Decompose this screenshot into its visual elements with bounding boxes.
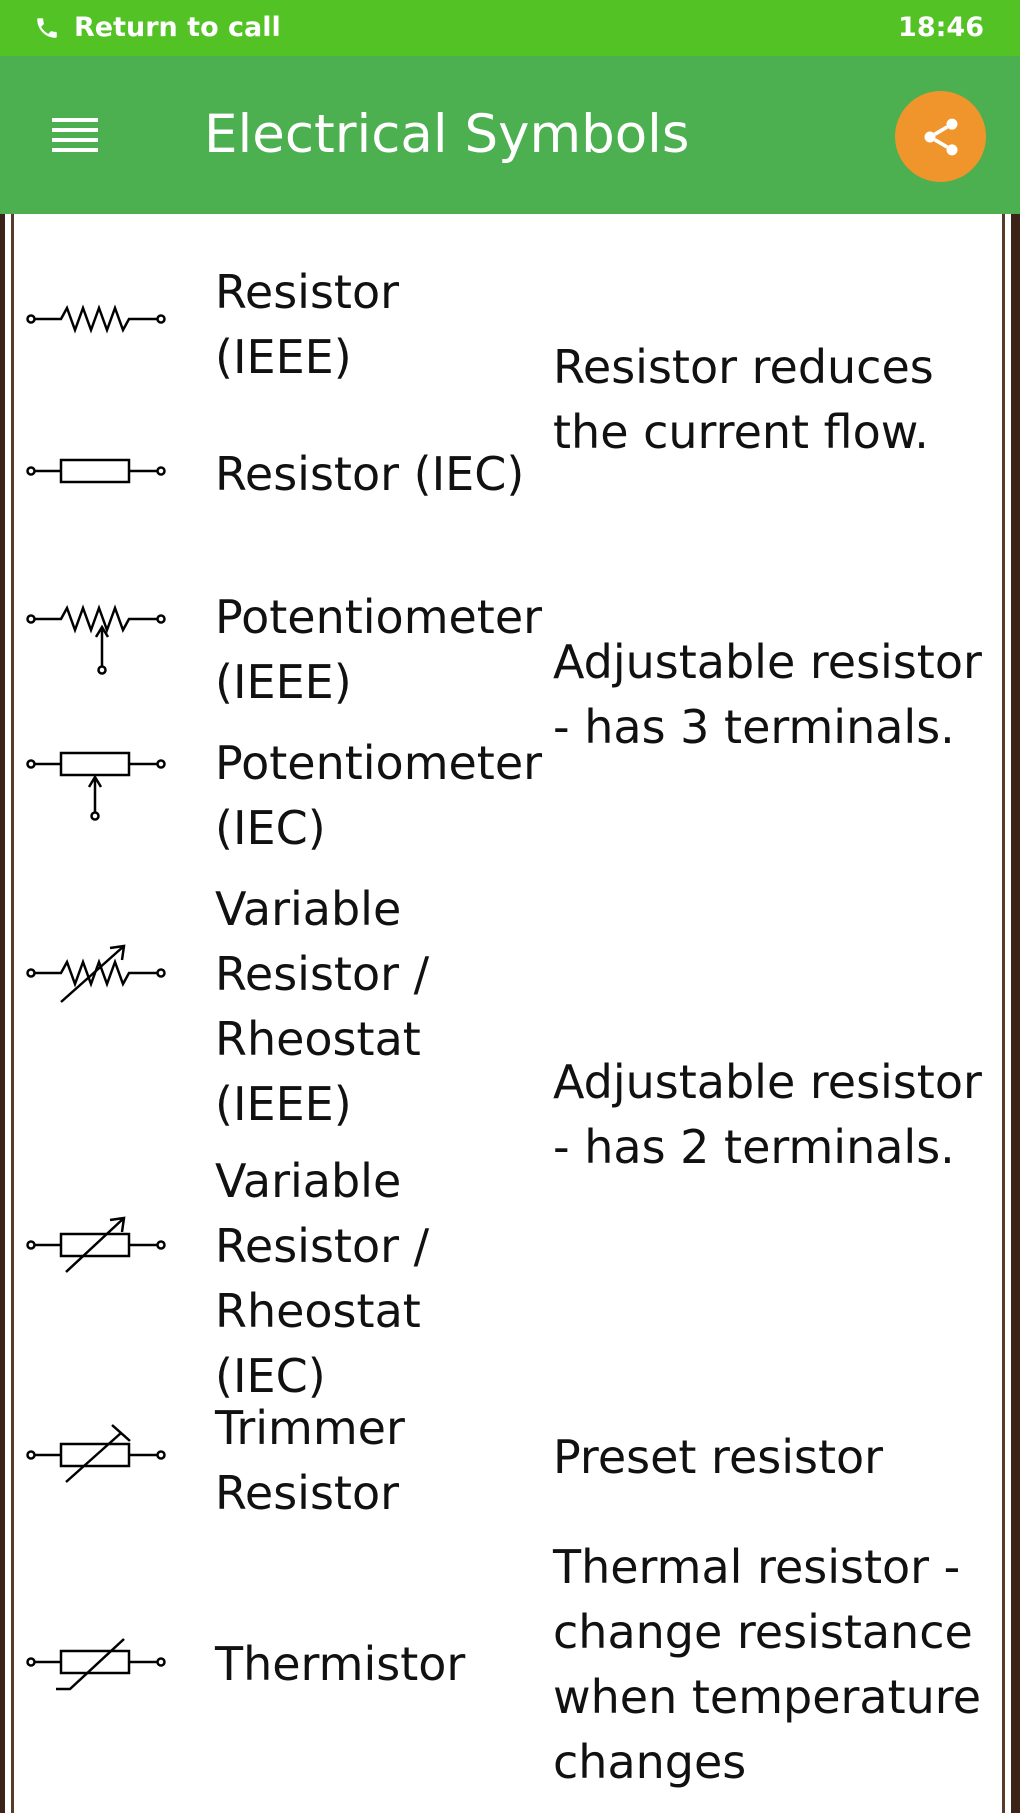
status-bar: Return to call 18:46 [0,0,1020,56]
phone-icon [37,17,57,38]
description-potentiometer: Adjustable resistor - has 3 terminals. [553,635,982,754]
symbol-name-trimmer-resistor: Trimmer Resistor [215,1401,405,1520]
potentiometer-ieee-icon [26,604,166,675]
left-border [0,214,5,1813]
description-resistor: Resistor reduces the current flow. [553,340,934,459]
status-time: 18:46 [898,12,984,43]
symbol-name-thermistor: Thermistor [215,1637,466,1691]
resistor-ieee-icon [26,304,166,334]
description-trimmer: Preset resistor [553,1430,884,1484]
symbol-name-resistor-iec: Resistor (IEC) [215,447,525,501]
symbol-name-potentiometer-ieee: Potentiometer (IEEE) [215,590,543,709]
symbols-list[interactable]: Resistor (IEEE) Resistor (IEC) Resistor … [0,214,1020,1813]
return-to-call[interactable]: Return to call [34,12,281,43]
share-button[interactable] [895,91,986,182]
symbol-name-resistor-ieee: Resistor (IEEE) [215,265,399,384]
symbol-name-rheostat-iec: Variable Resistor / Rheostat (IEC) [215,1154,430,1403]
share-icon [924,118,957,155]
thermistor-icon [26,1638,166,1691]
description-rheostat: Adjustable resistor - has 2 terminals. [553,1055,982,1174]
rheostat-ieee-icon [26,944,166,1003]
menu-icon [52,118,98,152]
resistor-iec-icon [26,458,166,484]
return-to-call-label: Return to call [74,12,281,43]
app-bar: Electrical Symbols [0,56,1020,214]
potentiometer-iec-icon [26,751,166,821]
rheostat-iec-icon [26,1216,166,1273]
trimmer-resistor-icon [26,1424,166,1483]
symbol-name-rheostat-ieee: Variable Resistor / Rheostat (IEEE) [215,882,430,1131]
description-thermistor: Thermal resistor - change resistance whe… [553,1540,981,1789]
right-border [1011,214,1020,1813]
menu-button[interactable] [44,106,106,164]
page-title: Electrical Symbols [204,104,690,165]
left-border-inner [11,214,14,1813]
right-border-inner [1002,214,1005,1813]
symbol-name-potentiometer-iec: Potentiometer (IEC) [215,736,543,855]
